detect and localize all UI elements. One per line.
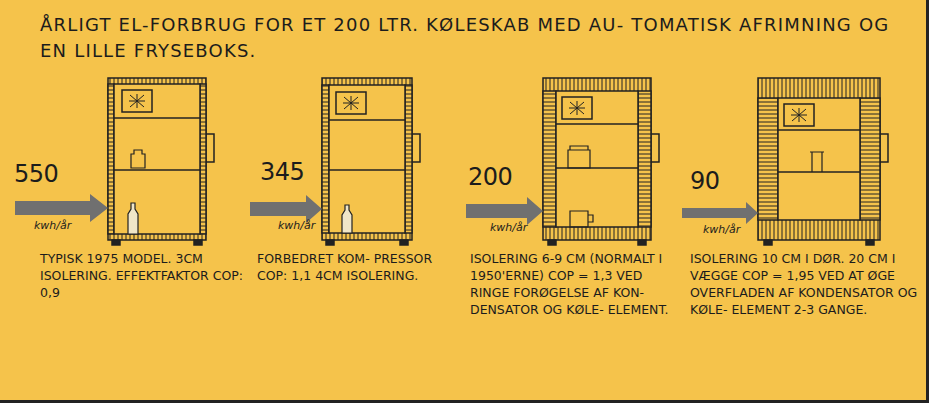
- energy-value: 345: [260, 158, 304, 186]
- fridge-thick-insulation: [543, 78, 659, 245]
- model-caption: TYPISK 1975 MODEL. 3CM ISOLERING. EFFEKT…: [40, 250, 252, 301]
- fridge-improved-compressor: [322, 78, 420, 245]
- model-caption: ISOLERING 10 CM I DØR. 20 CM I VÆGGE COP…: [690, 250, 918, 318]
- energy-unit: kwh/år: [490, 221, 527, 234]
- energy-value: 200: [468, 163, 512, 191]
- energy-value: 90: [690, 167, 720, 195]
- fridge-1975: [108, 78, 214, 245]
- model-caption: FORBEDRET KOM- PRESSOR COP: 1,1 4CM ISOL…: [257, 250, 462, 284]
- energy-unit: kwh/år: [34, 219, 71, 232]
- diagram-title: ÅRLIGT EL-FORBRUG FOR ET 200 LTR. KØLESK…: [40, 12, 915, 64]
- energy-arrow: [15, 194, 108, 222]
- energy-arrow: [682, 202, 758, 224]
- energy-unit: kwh/år: [278, 219, 315, 232]
- energy-arrow: [466, 197, 543, 225]
- model-caption: ISOLERING 6-9 CM (NORMALT I 1950'ERNE) C…: [470, 250, 682, 318]
- energy-unit: kwh/år: [703, 223, 740, 236]
- energy-arrow: [250, 195, 322, 223]
- fridge-best-insulation: [758, 78, 888, 245]
- energy-value: 550: [14, 160, 58, 188]
